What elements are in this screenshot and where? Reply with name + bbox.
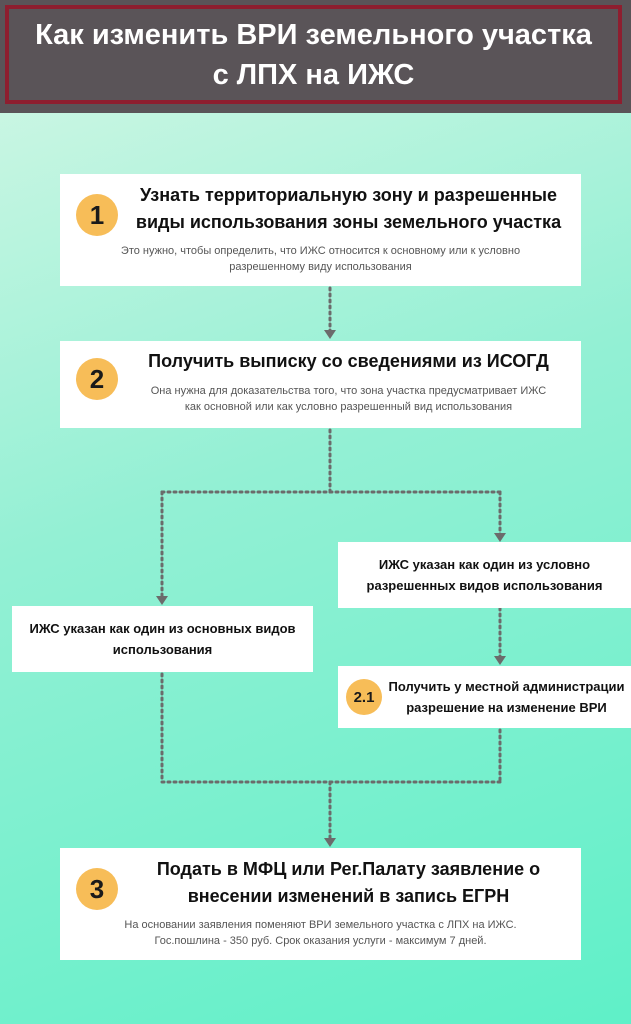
arrowhead-step2 [324,330,336,339]
arrowhead-substep [494,656,506,665]
step-1-number: 1 [89,199,105,230]
header-banner: Как изменить ВРИ земельного участка с ЛП… [0,0,631,113]
branch-conditional-use-text: ИЖС указан как один из условно разрешенн… [366,557,603,593]
step-3-number: 3 [89,873,105,904]
branch-main-use-text: ИЖС указан как один из основных видов ис… [29,621,296,657]
branch-conditional-use: ИЖС указан как один из условно разрешенн… [338,542,631,608]
arrowhead-left-branch [156,596,168,605]
step-3-badge: 3 [76,868,118,910]
step-3-card: 3 Подать в МФЦ или Рег.Палату заявление … [60,848,581,960]
substep-2-1-badge: 2.1 [346,679,382,715]
step-3-description: На основании заявления поменяют ВРИ земе… [124,919,517,947]
step-2-number: 2 [89,363,105,394]
arrowhead-right-branch [494,533,506,542]
step-2-card: 2 Получить выписку со сведениями из ИСОГ… [60,341,581,428]
step-2-badge: 2 [76,358,118,400]
step-1-title: Узнать территориальную зону и разрешенны… [135,185,562,232]
substep-2-1-title: Получить у местной администрации разреше… [388,679,625,715]
branch-main-use: ИЖС указан как один из основных видов ис… [12,606,313,672]
step-1-badge: 1 [76,194,118,236]
header-frame: Как изменить ВРИ земельного участка с ЛП… [5,5,622,104]
page-title: Как изменить ВРИ земельного участка с ЛП… [35,18,592,91]
step-2-title: Получить выписку со сведениями из ИСОГД [148,351,549,371]
arrowhead-step3 [324,838,336,847]
step-2-description: Она нужна для доказательства того, что з… [150,385,547,413]
step-1-description: Это нужно, чтобы определить, что ИЖС отн… [120,245,521,273]
step-1-card: 1 Узнать территориальную зону и разрешен… [60,174,581,286]
substep-2-1-card: 2.1 Получить у местной администрации раз… [338,666,631,728]
substep-2-1-number: 2.1 [353,688,375,706]
step-3-title: Подать в МФЦ или Рег.Палату заявление о … [156,859,541,906]
